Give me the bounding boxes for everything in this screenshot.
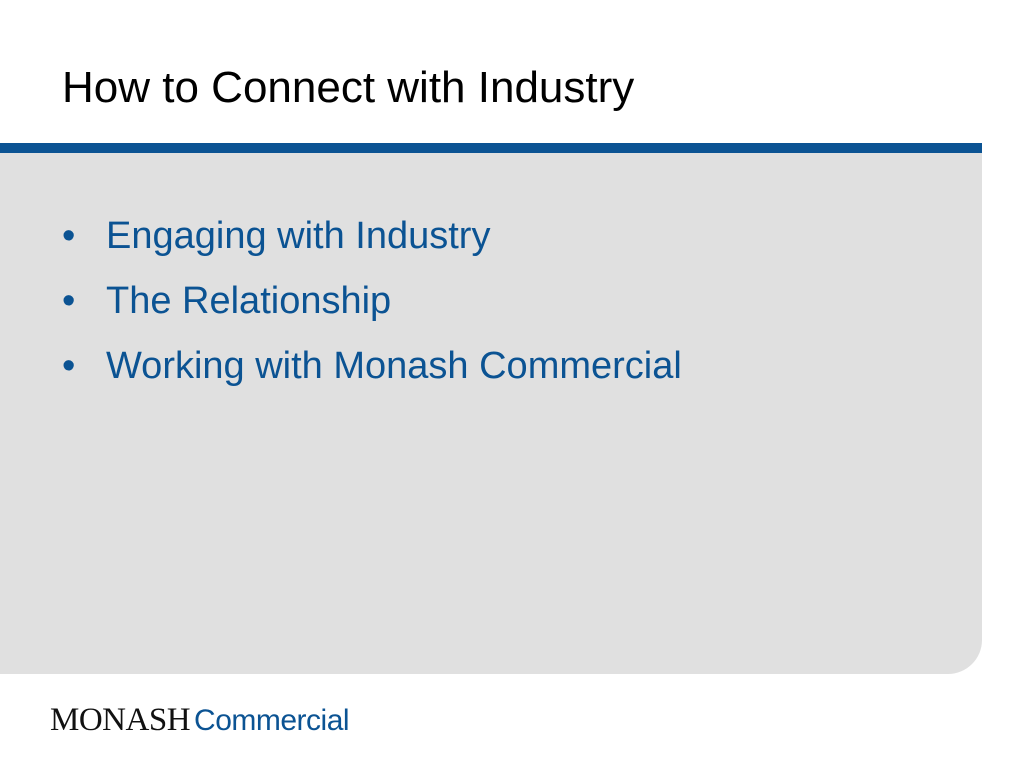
bullet-list: • Engaging with Industry • The Relations… [60,215,682,410]
bullet-text: Working with Monash Commercial [106,345,682,387]
bullet-item-engaging: • Engaging with Industry [60,215,682,280]
bullet-marker: • [62,215,76,257]
bullet-text: The Relationship [106,280,392,322]
bullet-item-relationship: • The Relationship [60,280,682,345]
bullet-text: Engaging with Industry [106,215,491,257]
logo-monash-wordmark: MONASH [50,702,191,738]
content-panel [0,153,982,674]
title-divider-bar [0,143,982,153]
bullet-marker: • [62,345,76,387]
bullet-marker: • [62,280,76,322]
bullet-item-working-with-monash: • Working with Monash Commercial [60,345,682,410]
logo-commercial-wordmark: Commercial [194,704,350,737]
slide-title: How to Connect with Industry [62,63,635,112]
